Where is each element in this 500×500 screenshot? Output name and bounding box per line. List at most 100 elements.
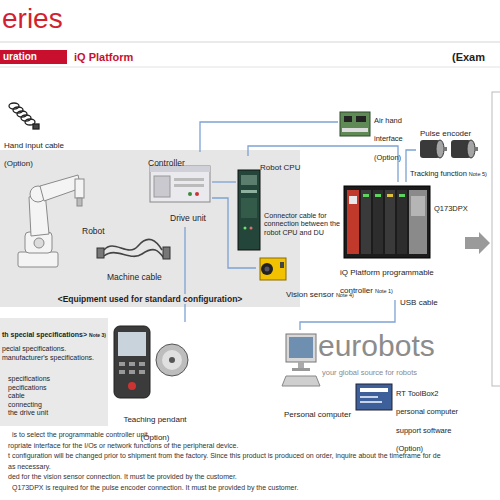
controller-figure	[154, 176, 170, 197]
machine-cable-figure	[97, 248, 104, 258]
pulse-encoder-figure	[443, 147, 447, 151]
plc-figure	[399, 194, 405, 197]
series-title: eries	[2, 3, 63, 35]
component-label: Vision sensor	[286, 290, 334, 299]
text-block: Pulse encoder	[420, 122, 486, 140]
teaching-pendant-figure	[118, 332, 146, 356]
module-label: Q173DPX	[434, 205, 468, 214]
vision-sensor-figure	[280, 262, 284, 268]
personal-computer-figure	[286, 334, 316, 362]
component-label: manufacturer's specifications.	[2, 354, 94, 361]
note-ref: Note 3)	[89, 332, 106, 338]
plc-figure	[347, 190, 359, 254]
component-label: Controller	[148, 158, 185, 168]
text-block: iQ Platform programmable controllerNote …	[340, 261, 450, 298]
machine-cable-figure	[104, 239, 162, 250]
teaching-pendant-figure	[169, 357, 175, 363]
robot-figure	[18, 252, 58, 267]
pulse-encoder-figure	[436, 140, 444, 158]
header-rule	[0, 42, 500, 43]
encoder-item: Pulse encoder	[416, 122, 488, 168]
teaching-pendant-figure	[119, 370, 125, 374]
watermark: eurobots	[318, 329, 435, 364]
plc-figure	[349, 196, 357, 204]
standard-band	[0, 150, 300, 307]
robot-figure	[18, 175, 84, 267]
component-label: <Equipment used for standard configurati…	[56, 294, 245, 304]
plc-figure	[409, 190, 427, 254]
controller-figure	[174, 184, 204, 187]
spec-band	[0, 318, 108, 426]
footnote: Q173DPX is required for the pulse encode…	[12, 484, 298, 492]
watermark-tagline: your global source for robots	[322, 369, 417, 378]
teaching-pendant-figure	[114, 326, 188, 398]
controller-figure	[150, 166, 210, 202]
component-label: Robot CPU	[260, 163, 300, 172]
air-hand-interface-figure	[342, 128, 368, 132]
air-hand-interface-figure	[344, 116, 352, 122]
component-label: Hand input cable (Option)	[4, 141, 64, 168]
teaching-pendant-figure	[119, 362, 125, 366]
note-ref: Note 5)	[469, 171, 487, 177]
text-block: cable	[8, 384, 106, 402]
flow-arrow	[465, 232, 490, 254]
flow-arrow	[465, 232, 490, 254]
side-panel	[492, 92, 500, 386]
component-label: the drive unit	[8, 409, 48, 416]
vision-sensor-figure	[260, 258, 286, 280]
vision-sensor-figure	[260, 258, 286, 280]
machine-cable-figure	[97, 239, 170, 259]
footnote: is to select the programmable controller…	[12, 431, 150, 439]
component-label: Air hand interface (Option)	[374, 116, 403, 162]
robot-cpu-figure	[238, 170, 260, 250]
personal-computer-figure	[292, 368, 310, 371]
teaching-pendant-figure	[139, 370, 145, 374]
cable-line	[212, 198, 256, 268]
component-label: specifications	[8, 375, 50, 382]
cable-item: Machine cable	[95, 238, 180, 286]
teaching-pendant-figure	[128, 382, 136, 390]
note-ref: Note 4)	[336, 292, 354, 298]
component-label: pecifications	[8, 384, 47, 391]
text-block: connecting	[8, 393, 106, 411]
option-item: Air hand interface (Option)	[338, 106, 416, 166]
component-label: RT ToolBox2 personal computer support so…	[396, 389, 458, 453]
cable-line	[200, 122, 338, 152]
controller-figure	[188, 192, 192, 196]
component-label: connecting	[8, 401, 42, 408]
robot-figure	[34, 238, 44, 248]
spec-panel: th special specifications>Note 3)pecial …	[0, 318, 110, 426]
plc-figure	[375, 194, 381, 197]
text-block: Controller	[148, 152, 210, 170]
note-ref: Note 1)	[375, 288, 393, 294]
controller-figure	[150, 166, 210, 202]
pulse-encoder-figure	[420, 140, 478, 158]
cable-line	[300, 300, 395, 330]
plc-figure	[361, 190, 371, 254]
component-label: cable	[8, 392, 25, 399]
text-block: Robot	[82, 220, 112, 238]
text-block: Vision sensorNote 4)	[286, 283, 356, 301]
text-block: Personal computer	[284, 403, 354, 421]
footnote: as necessary.	[8, 463, 51, 471]
equipment-band: <Equipment used for standard configurati…	[0, 150, 300, 308]
component-label: Robot	[82, 226, 105, 236]
cable-item: Hand input cable (Option)	[4, 98, 76, 173]
robot-cpu-figure	[250, 227, 253, 230]
software-package-figure	[356, 384, 392, 410]
software-package-figure	[360, 401, 382, 403]
software-package-figure	[356, 384, 392, 410]
text-block: pecifications	[8, 376, 106, 394]
personal-computer-figure	[298, 362, 304, 368]
air-hand-interface-figure	[340, 112, 370, 136]
text-block: RT ToolBox2 personal computer support so…	[396, 382, 464, 456]
component-label: Pulse encoder	[420, 129, 471, 138]
robot-cpu-figure	[244, 227, 247, 230]
hand-cable-icon	[9, 103, 39, 129]
text-block: pecial specifications.	[2, 337, 108, 355]
machine-cable-figure	[104, 250, 164, 258]
